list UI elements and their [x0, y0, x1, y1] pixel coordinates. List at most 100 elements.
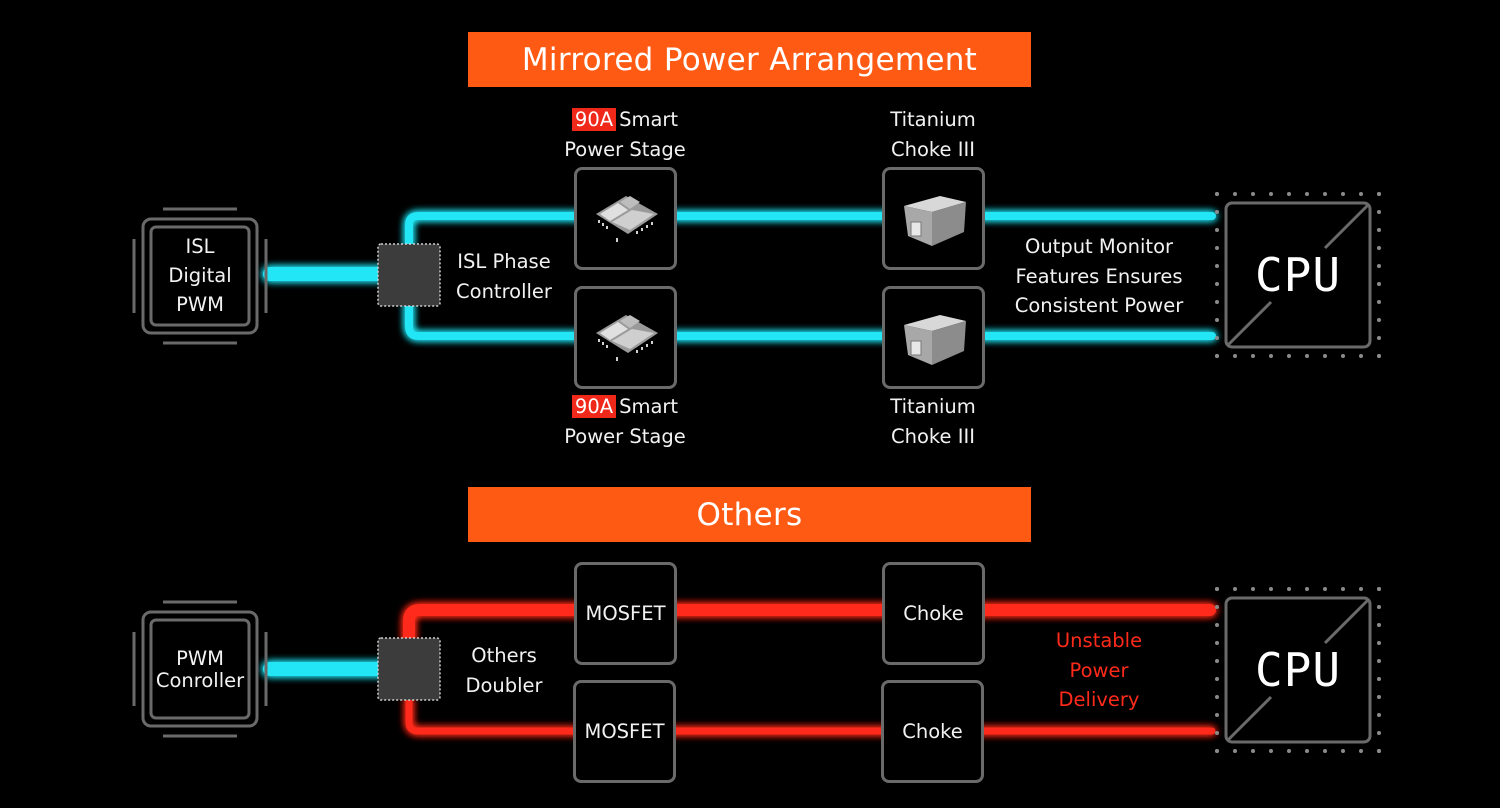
- pwm-line-2: Digital: [168, 264, 232, 287]
- note-line-2: Power: [1069, 658, 1129, 682]
- cpu-ring-dot: [1305, 354, 1309, 358]
- cpu-ring-dot: [1215, 587, 1219, 591]
- controller-line-2: Controller: [456, 279, 552, 303]
- cpu-ring-dot: [1269, 749, 1273, 753]
- mosfet-bottom-label: MOSFET: [584, 720, 665, 743]
- cpu-ring-dot: [1215, 731, 1219, 735]
- note-line-3: Delivery: [1058, 688, 1140, 711]
- cpu-ring-dot: [1341, 749, 1345, 753]
- cpu-ring-dot: [1215, 228, 1219, 232]
- cpu-dot-ring-top: [1215, 192, 1381, 358]
- cpu-ring-dot: [1377, 623, 1381, 627]
- cpu-ring-dot: [1215, 210, 1219, 214]
- choke-top-box: [882, 167, 985, 270]
- cpu-label-top: CPU: [1254, 248, 1342, 302]
- cpu-ring-dot: [1359, 354, 1363, 358]
- cpu-ring-dot: [1377, 192, 1381, 196]
- cpu-ring-dot: [1215, 318, 1219, 322]
- unstable-power-note: Unstable Power Delivery: [1014, 626, 1184, 715]
- cpu-ring-dot: [1305, 587, 1309, 591]
- cpu-ring-dot: [1215, 659, 1219, 663]
- cpu-ring-dot: [1377, 695, 1381, 699]
- pwm-chip-frame-bottom: [132, 600, 268, 738]
- cpu-ring-dot: [1287, 749, 1291, 753]
- cpu-ring-dot: [1215, 354, 1219, 358]
- cpu-ring-dot: [1233, 354, 1237, 358]
- cpu-ring-dot: [1215, 246, 1219, 250]
- stage-line-2: Power Stage: [564, 424, 686, 448]
- power-stage-top-box: [574, 167, 677, 270]
- note-line-1: Unstable: [1055, 629, 1143, 652]
- cpu-ring-dot: [1323, 354, 1327, 358]
- cpu-ring-dot: [1341, 192, 1345, 196]
- cpu-ring-dot: [1377, 731, 1381, 735]
- cpu-ring-dot: [1305, 192, 1309, 196]
- cpu-ring-dot: [1215, 677, 1219, 681]
- choke-bottom-label: Titanium Choke III: [858, 392, 1008, 451]
- others-section-title: Others: [468, 487, 1031, 542]
- cpu-ring-dot: [1377, 300, 1381, 304]
- cpu-ring-dot: [1359, 192, 1363, 196]
- cpu-ring-dot: [1287, 192, 1291, 196]
- cpu-ring-dot: [1377, 336, 1381, 340]
- cpu-ring-dot: [1377, 228, 1381, 232]
- cpu-ring-dot: [1269, 587, 1273, 591]
- choke-block-icon: [903, 195, 966, 246]
- cpu-ring-dot: [1377, 749, 1381, 753]
- cpu-ring-dot: [1215, 192, 1219, 196]
- note-line-3: Consistent Power: [1014, 294, 1184, 317]
- mosfet-top-box: MOSFET: [574, 562, 677, 665]
- cpu-ring-dot: [1377, 587, 1381, 591]
- cpu-ring-dot: [1377, 282, 1381, 286]
- cpu-ring-dot: [1251, 749, 1255, 753]
- cpu-ring-dot: [1215, 605, 1219, 609]
- cpu-ring-dot: [1269, 354, 1273, 358]
- cpu-ring-dot: [1341, 587, 1345, 591]
- current-rating-badge: 90A: [571, 108, 617, 131]
- cpu-ring-dot: [1377, 318, 1381, 322]
- stage-line-1: Smart: [619, 108, 679, 131]
- cpu-ring-dot: [1233, 587, 1237, 591]
- choke-line-2: Choke III: [891, 137, 975, 161]
- stage-line-1: Smart: [619, 395, 679, 418]
- cpu-ring-dot: [1323, 587, 1327, 591]
- cpu-ring-dot: [1377, 264, 1381, 268]
- cpu-ring-dot: [1323, 749, 1327, 753]
- choke-plain-top-label: Choke: [903, 602, 964, 625]
- controller-line-1: ISL Phase: [457, 250, 551, 273]
- cpu-ring-dot: [1215, 713, 1219, 717]
- cpu-ring-dot: [1341, 354, 1345, 358]
- cpu-ring-dot: [1215, 282, 1219, 286]
- choke-plain-bottom-box: Choke: [881, 680, 984, 783]
- isl-phase-controller-chip-icon: [377, 243, 441, 307]
- mirrored-section-title: Mirrored Power Arrangement: [468, 32, 1031, 87]
- choke-line-1: Titanium: [890, 395, 976, 418]
- cpu-ring-dot: [1377, 210, 1381, 214]
- cpu-ring-dot: [1377, 713, 1381, 717]
- pwm-line-3: PWM: [176, 293, 224, 316]
- cpu-ring-dot: [1251, 192, 1255, 196]
- cpu-ring-dot: [1287, 354, 1291, 358]
- cpu-ring-dot: [1377, 677, 1381, 681]
- power-stage-chip-icon: [595, 314, 658, 361]
- cpu-ring-dot: [1377, 659, 1381, 663]
- cpu-ring-dot: [1215, 749, 1219, 753]
- cpu-frame-bottom: [1224, 596, 1372, 744]
- cpu-ring-dot: [1359, 587, 1363, 591]
- isl-digital-pwm-label: ISL Digital PWM: [151, 232, 249, 319]
- choke-block-icon: [903, 314, 966, 365]
- choke-plain-top-box: Choke: [882, 562, 985, 665]
- mosfet-top-label: MOSFET: [585, 602, 666, 625]
- power-stage-bottom-box: [574, 286, 677, 389]
- current-rating-badge: 90A: [571, 395, 617, 418]
- doubler-line-2: Doubler: [465, 673, 543, 697]
- pwm-controller-label: PWM Conroller: [151, 648, 249, 692]
- top-phase-path: [405, 212, 1216, 249]
- cpu-ring-dot: [1233, 192, 1237, 196]
- note-line-1: Output Monitor: [1024, 235, 1174, 258]
- bottom-phase-path: [405, 300, 1216, 340]
- doubler-line-1: Others: [471, 644, 537, 667]
- cpu-ring-dot: [1377, 641, 1381, 645]
- cpu-ring-dot: [1251, 587, 1255, 591]
